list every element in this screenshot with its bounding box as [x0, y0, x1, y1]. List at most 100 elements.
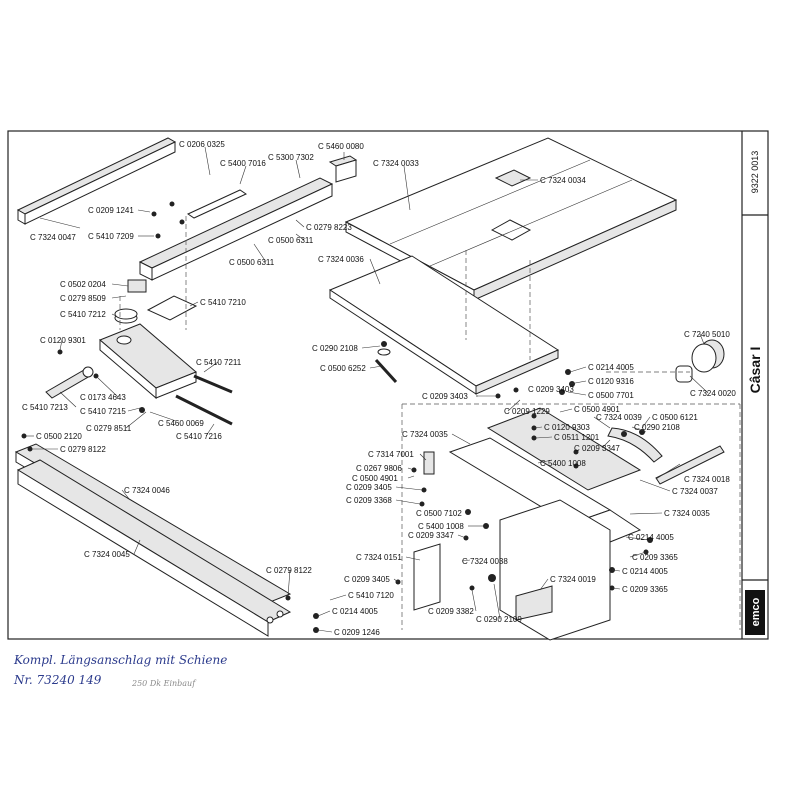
part-label: C 0209 3405 — [344, 575, 390, 584]
part-label: C 0502 0204 — [60, 280, 106, 289]
part-label: C 0279 8511 — [86, 424, 132, 433]
part-label: C 0279 8122 — [266, 566, 312, 575]
part-label: C 5460 0080 — [318, 142, 364, 151]
pad-0502-0204 — [127, 279, 147, 293]
assembly-dash-lines — [119, 216, 741, 630]
part-label: C 0500 2120 — [36, 432, 82, 441]
part-label: C 0209 3403 — [528, 385, 574, 394]
part-label: C 0511 1201 — [554, 433, 600, 442]
bushing-7324-0020 — [675, 365, 693, 383]
slide-strip-5400-7016 — [186, 189, 248, 219]
knob-5410-7212 — [114, 308, 138, 324]
part-label: C 0214 4005 — [588, 363, 634, 372]
part-label: C 7324 0047 — [30, 233, 76, 242]
end-cap-5460-0080 — [328, 155, 358, 183]
part-label: C 0209 3347 — [574, 444, 620, 453]
part-label: C 0120 9303 — [544, 423, 590, 432]
lever-5410-7213 — [45, 366, 94, 399]
part-label: C 5300 7302 — [268, 153, 314, 162]
doc-number: 9322 0013 — [750, 151, 760, 194]
part-label: C 0279 8122 — [60, 445, 106, 454]
plate-5410-7210 — [146, 295, 198, 321]
part-label: C 0290 2109 — [476, 615, 522, 624]
drawing-frame — [7, 130, 769, 640]
rod-5410-7216 — [175, 374, 233, 426]
bracket-7314-7001 — [423, 451, 435, 475]
brand-logo-box — [745, 590, 765, 635]
insert-7324-0034 — [494, 169, 532, 187]
guide-7324-0151 — [413, 543, 441, 611]
part-label: C 7240 5010 — [684, 330, 730, 339]
model-title: Câsar I — [747, 347, 763, 394]
hardware-screws — [21, 201, 653, 633]
part-label: C 7324 0035 — [664, 509, 710, 518]
part-label: C 0279 8509 — [60, 294, 106, 303]
part-label: C 7324 0039 — [596, 413, 642, 422]
brand-logo: emco — [750, 597, 762, 626]
part-label: C 7324 0045 — [84, 550, 130, 559]
part-label: C 0500 6311 — [268, 236, 314, 245]
part-label: C 0267 9806 — [356, 464, 402, 473]
part-label: C 0279 8223 — [306, 223, 352, 232]
part-label: C 5460 0069 — [158, 419, 204, 428]
part-label: C 0214 4005 — [332, 607, 378, 616]
part-label: C 0209 1246 — [334, 628, 380, 637]
handwritten-line-2: Nr. 73240 149 — [13, 673, 102, 687]
part-label: C 0214 4005 — [622, 567, 668, 576]
part-label: C 7324 0020 — [690, 389, 736, 398]
housing-7324-0019 — [499, 499, 611, 641]
shaft-7324-0018 — [655, 445, 725, 485]
part-label: C 7324 0036 — [318, 255, 364, 264]
part-label: C 0209 3368 — [346, 496, 392, 505]
part-label: C 5400 1008 — [540, 459, 586, 468]
part-label: C 7324 0035 — [402, 430, 448, 439]
part-label: C 7324 0037 — [672, 487, 718, 496]
part-label: C 7324 0151 — [356, 553, 402, 562]
part-label: C 0209 3365 — [632, 553, 678, 562]
part-label: C 0500 6311 — [229, 258, 275, 267]
part-label: C 0214 4005 — [628, 533, 674, 542]
part-label: C 5400 1008 — [418, 522, 464, 531]
part-labels: C 0206 0325 C 5400 7016 C 5300 7302 C 54… — [22, 140, 736, 637]
rail-7324-0047 — [16, 137, 177, 225]
arc-segment-7324-0039 — [607, 427, 663, 463]
part-label: C 7324 0019 — [550, 575, 596, 584]
part-label: C 0500 7102 — [416, 509, 462, 518]
part-label: C 0209 3347 — [408, 531, 454, 540]
part-label: C 0209 3382 — [428, 607, 474, 616]
part-label: C 0500 7701 — [588, 391, 634, 400]
clamp-body-5410-7211 — [99, 323, 197, 400]
part-label: C 7324 0046 — [124, 486, 170, 495]
part-label: C 0290 2108 — [312, 344, 358, 353]
rail-7324-0045 — [16, 459, 292, 637]
part-label: C 0500 4901 — [574, 405, 620, 414]
part-label: C 5410 7211 — [196, 358, 242, 367]
knob-7240-5010 — [691, 339, 725, 373]
part-label: C 5410 7215 — [80, 407, 126, 416]
under-plate-7324-0036 — [328, 255, 560, 395]
handwritten-note: 250 Dk Einbauf — [131, 679, 197, 688]
part-label: C 0120 9316 — [588, 377, 634, 386]
part-label: C 7324 0038 — [462, 557, 508, 566]
handwritten-line-1: Kompl. Längsanschlag mit Schiene — [13, 653, 227, 667]
fence-bar-5300-7302 — [138, 177, 334, 281]
leader-lines — [26, 146, 709, 633]
part-label: C 5410 7213 — [22, 403, 68, 412]
part-label: C 0500 6121 — [652, 413, 698, 422]
part-label: C 7314 7001 — [368, 450, 414, 459]
part-label: C 5410 7210 — [200, 298, 246, 307]
part-label: C 0209 3365 — [622, 585, 668, 594]
part-label: C 0206 0325 — [179, 140, 225, 149]
part-label: C 7324 0033 — [373, 159, 419, 168]
handle-0500-6252 — [374, 348, 398, 384]
part-label: C 7324 0018 — [684, 475, 730, 484]
part-label: C 0500 4901 — [352, 474, 398, 483]
part-label: C 5400 7016 — [220, 159, 266, 168]
part-label: C 0209 1241 — [88, 206, 134, 215]
part-label: C 0500 6252 — [320, 364, 366, 373]
part-label: C 0173 4643 — [80, 393, 126, 402]
part-label: C 5410 7120 — [348, 591, 394, 600]
part-label: C 5410 7212 — [60, 310, 106, 319]
part-label: C 0209 3403 — [422, 392, 468, 401]
